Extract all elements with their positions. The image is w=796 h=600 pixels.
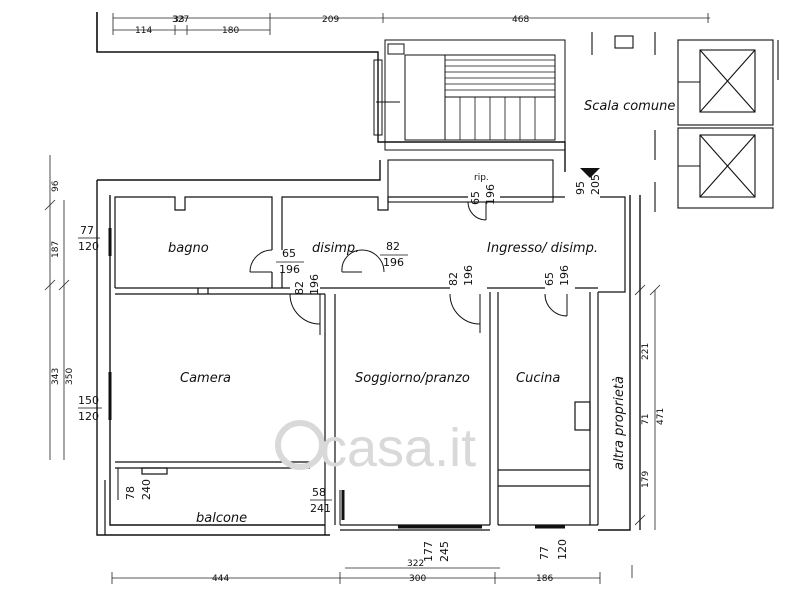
dim-top-180: 180 xyxy=(222,26,239,36)
bagno-window-w: 77 xyxy=(80,224,94,237)
label-soggiorno: Soggiorno/pranzo xyxy=(355,371,470,386)
label-camera: Camera xyxy=(180,371,231,386)
camera-door-w: 82 xyxy=(293,281,306,295)
dim-bottom-444: 444 xyxy=(212,574,229,584)
camera-window-w: 150 xyxy=(78,394,99,407)
ripostiglio xyxy=(387,159,554,203)
bottom-dimension-lines xyxy=(111,567,601,584)
label-scala-comune: Scala comune xyxy=(584,99,675,114)
top-dimension-lines xyxy=(112,13,710,35)
disimp-door-h: 196 xyxy=(383,256,404,269)
label-ingresso: Ingresso/ disimp. xyxy=(487,241,598,256)
dim-top-114: 114 xyxy=(135,26,152,36)
watermark-logo-icon xyxy=(275,420,325,470)
dim-right-179: 179 xyxy=(641,471,651,488)
door-swings xyxy=(117,201,568,525)
rip-door-w: 65 xyxy=(469,191,482,205)
disimp-door-w: 82 xyxy=(386,240,400,253)
interior-walls xyxy=(104,196,626,535)
watermark: casa.it xyxy=(320,418,476,478)
outer-walls xyxy=(96,12,641,536)
camera-door-h: 196 xyxy=(308,274,321,295)
right-dimension-lines xyxy=(631,284,661,578)
dim-top-468: 468 xyxy=(512,15,529,25)
bagno-door-w: 65 xyxy=(282,247,296,260)
soggiorno-window-w: 177 xyxy=(422,541,435,562)
dim-top-327: 327 xyxy=(172,15,189,25)
cucina-window-h: 120 xyxy=(556,539,569,560)
dim-right-71: 71 xyxy=(641,414,651,425)
camera-balcony-door-h: 240 xyxy=(140,479,153,500)
dim-bottom-300: 300 xyxy=(409,574,426,584)
entry-door-h: 205 xyxy=(589,174,602,195)
dim-bottom-322: 322 xyxy=(407,559,424,569)
staircase xyxy=(373,39,566,151)
dim-bottom-186: 186 xyxy=(536,574,553,584)
label-cucina: Cucina xyxy=(516,371,560,386)
rip-door-h: 196 xyxy=(484,184,497,205)
dim-top-209: 209 xyxy=(322,15,339,25)
cucina-door-h: 196 xyxy=(558,265,571,286)
opening-fraction-lines xyxy=(78,237,408,501)
label-altra-proprieta: altra proprietà xyxy=(612,376,627,470)
label-rip: rip. xyxy=(474,173,489,183)
dim-right-471: 471 xyxy=(656,408,666,425)
soggiorno-balcony-door-h: 241 xyxy=(310,502,331,515)
dim-left-350: 350 xyxy=(65,368,75,385)
dim-left-187: 187 xyxy=(51,241,61,258)
label-disimp-left: disimp. xyxy=(312,241,359,256)
bagno-door-h: 196 xyxy=(279,263,300,276)
label-bagno: bagno xyxy=(168,241,209,256)
camera-window-h: 120 xyxy=(78,410,99,423)
windows xyxy=(108,228,565,529)
bagno-window-h: 120 xyxy=(78,240,99,253)
cucina-window-w: 77 xyxy=(538,546,551,560)
dim-top-33: 33 xyxy=(173,15,184,25)
elevators xyxy=(591,32,779,212)
label-balcone: balcone xyxy=(196,511,247,526)
soggiorno-door-w: 82 xyxy=(447,272,460,286)
dim-right-221: 221 xyxy=(641,343,651,360)
soggiorno-balcony-door-w: 58 xyxy=(312,486,326,499)
entry-arrow-icon xyxy=(580,168,600,178)
cucina-door-w: 65 xyxy=(543,272,556,286)
left-dimension-lines xyxy=(44,155,70,460)
camera-balcony-door-w: 78 xyxy=(124,486,137,500)
dim-left-343: 343 xyxy=(51,368,61,385)
soggiorno-door-h: 196 xyxy=(462,265,475,286)
entry-door-w: 95 xyxy=(574,181,587,195)
soggiorno-window-h: 245 xyxy=(438,541,451,562)
dim-left-96: 96 xyxy=(51,180,61,192)
